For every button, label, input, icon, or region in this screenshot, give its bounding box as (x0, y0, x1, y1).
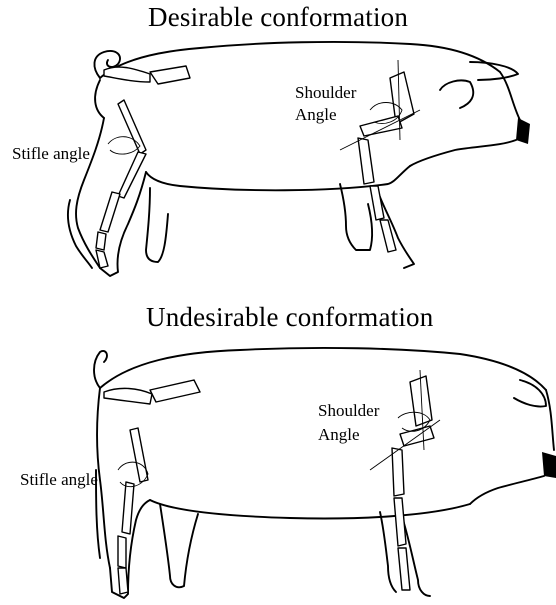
undesirable-pig-body (94, 348, 556, 598)
undesirable-hind-skeleton (104, 380, 200, 594)
undesirable-stifle-label: Stifle angle (20, 469, 98, 491)
undesirable-shoulder-label-line2: Angle (318, 424, 360, 446)
undesirable-shoulder-label-line1: Shoulder (318, 400, 379, 422)
undesirable-front-skeleton (370, 370, 440, 590)
